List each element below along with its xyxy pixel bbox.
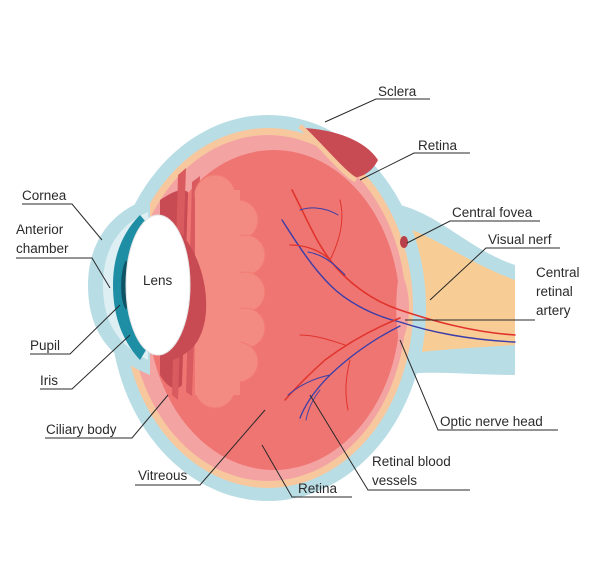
retina-fold-edge — [298, 124, 358, 183]
label-retinal-blood-vessels-2: vessels — [372, 473, 417, 488]
label-optic-nerve-head: Optic nerve head — [440, 414, 543, 429]
label-anterior-chamber-1: Anterior — [16, 222, 64, 237]
label-cornea: Cornea — [22, 188, 67, 203]
leader-lines — [16, 98, 560, 498]
label-anterior-chamber-2: chamber — [16, 241, 69, 256]
label-ciliary-body: Ciliary body — [46, 422, 117, 437]
retina-fold — [305, 128, 378, 178]
label-pupil: Pupil — [30, 338, 60, 353]
lens — [125, 214, 191, 356]
label-visual-nerf: Visual nerf — [488, 232, 552, 247]
lens-capsule — [194, 174, 266, 409]
label-lens: Lens — [143, 273, 173, 288]
iris — [113, 215, 146, 360]
label-vitreous: Vitreous — [138, 468, 188, 483]
retinal-blood-vessels — [281, 189, 516, 421]
label-retina-top: Retina — [418, 138, 458, 153]
label-sclera: Sclera — [378, 84, 417, 99]
label-central-retinal-artery-3: artery — [536, 303, 571, 318]
central-fovea — [400, 236, 408, 248]
label-retinal-blood-vessels-1: Retinal blood — [372, 454, 451, 469]
label-central-retinal-artery-2: retinal — [536, 284, 573, 299]
label-central-fovea: Central fovea — [452, 205, 533, 220]
label-iris: Iris — [40, 373, 58, 388]
label-retina-bottom: Retina — [298, 481, 338, 496]
label-central-retinal-artery-1: Central — [536, 265, 580, 280]
